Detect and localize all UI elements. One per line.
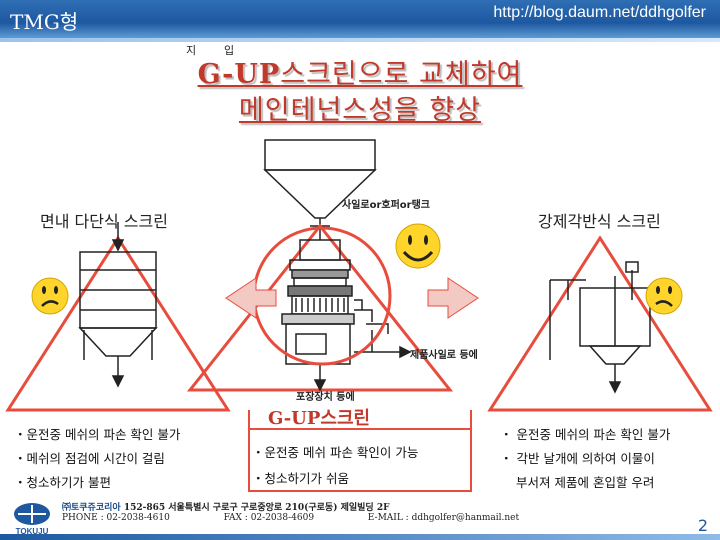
right-bullet-1: ・ 운전중 메쉬의 파손 확인 불가 bbox=[500, 427, 671, 442]
center-box-title: G-UP스크린 bbox=[248, 404, 472, 430]
title-line1-rest: 스크린으로 교체하여 bbox=[280, 59, 523, 90]
tokuju-logo: TOKUJU bbox=[14, 503, 50, 536]
address-text: 152-865 서울특별시 구로구 구로중앙로 210(구로동) 제일빌딩 2F bbox=[120, 503, 390, 513]
sad-smiley-left-icon bbox=[31, 277, 69, 315]
blog-url-link[interactable]: http://blog.daum.net/ddhgolfer bbox=[493, 4, 706, 21]
phone-text: PHONE : 02-2038-4610 bbox=[62, 513, 170, 523]
center-bullet-1: ・운전중 메쉬 파손 확인이 가능 bbox=[252, 445, 419, 460]
company-name: ㈜토쿠쥬코리아 bbox=[62, 503, 121, 513]
sad-smiley-right-icon bbox=[645, 277, 683, 315]
arrow-right bbox=[427, 277, 479, 319]
footer-bar bbox=[0, 534, 720, 540]
title-ruby-right: 입 bbox=[224, 44, 235, 57]
brand-label: TMG형 bbox=[10, 10, 79, 34]
happy-smiley-icon bbox=[395, 223, 441, 269]
title-gup: G-UP bbox=[197, 59, 281, 90]
company-address: ㈜토쿠쥬코리아 152-865 서울특별시 구로구 구로중앙로 210(구로동)… bbox=[62, 500, 390, 513]
left-bullet-2: ・메쉬의 점검에 시간이 걸림 bbox=[14, 451, 165, 466]
header-stripe bbox=[0, 38, 720, 42]
silo-label: 사일로or호퍼or탱크 bbox=[342, 200, 431, 211]
right-bullet-2: ・ 각반 날개에 의하여 이물이 bbox=[500, 451, 655, 466]
center-gup-machine bbox=[281, 239, 412, 392]
right-machine-label: 강제각반식 스크린 bbox=[538, 212, 661, 231]
left-bullet-3: ・청소하기가 불편 bbox=[14, 475, 111, 490]
title-ruby-left: 지 bbox=[186, 44, 197, 57]
page-title-line2: 메인테넌스성을 향상 bbox=[238, 95, 482, 126]
svg-text:TOKUJU: TOKUJU bbox=[16, 527, 49, 536]
left-machine-label: 면내 다단식 스크린 bbox=[40, 212, 168, 231]
center-box-left-border bbox=[248, 410, 250, 492]
center-box-right-border bbox=[470, 410, 472, 492]
center-bullet-2: ・청소하기가 쉬움 bbox=[252, 471, 349, 486]
packing-label: 포장장치 등에 bbox=[296, 392, 355, 403]
email-link[interactable]: E-MAIL : ddhgolfer@hanmail.net bbox=[367, 513, 520, 523]
left-screen-machine bbox=[78, 222, 158, 388]
right-bullet-3: 부서져 제품에 혼입할 우려 bbox=[516, 475, 655, 490]
center-box-bottom-border bbox=[248, 490, 472, 492]
right-warning-triangle bbox=[487, 235, 713, 412]
page-title-line1: G-UP스크린으로 교체하여 bbox=[0, 52, 720, 91]
left-bullet-1: ・운전중 메쉬의 파손 확인 불가 bbox=[14, 427, 181, 442]
right-screen-machine bbox=[549, 261, 660, 394]
left-warning-triangle bbox=[5, 235, 231, 412]
page-number: 2 bbox=[697, 516, 708, 535]
fax-text: FAX : 02-2038-4609 bbox=[223, 513, 315, 523]
header-bar bbox=[0, 0, 720, 38]
contact-line: PHONE : 02-2038-4610 FAX : 02-2038-4609 … bbox=[62, 513, 519, 523]
product-silo-label: 제품사일로 등에 bbox=[410, 350, 478, 361]
arrow-left bbox=[225, 277, 277, 319]
